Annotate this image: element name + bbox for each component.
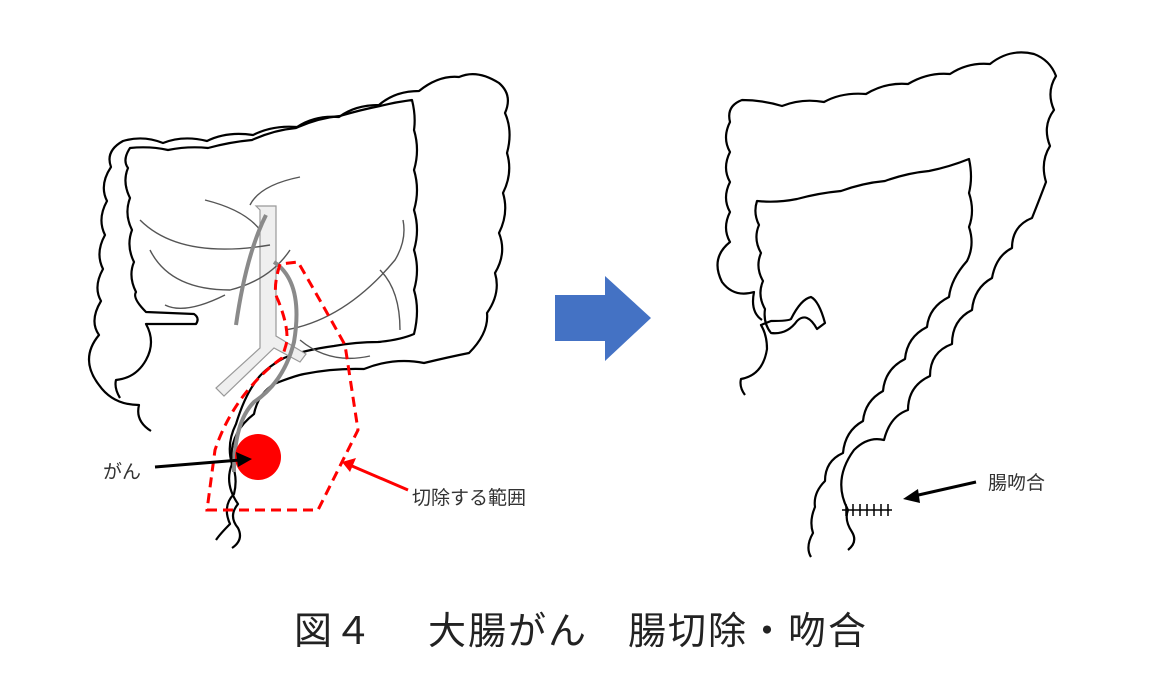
colon-inner-wall-after xyxy=(739,157,974,558)
colon-before-surgery xyxy=(87,72,511,549)
resection-pointer-arrow xyxy=(342,458,409,492)
mesenteric-vessels-part-part xyxy=(204,199,261,231)
cancer-pointer-arrow-part xyxy=(236,452,252,467)
transition-arrow xyxy=(555,276,651,361)
cancer-pointer-arrow-part xyxy=(154,458,241,469)
colon-after-surgery xyxy=(716,51,1058,558)
anastomosis-pointer-arrow xyxy=(903,480,977,503)
colon-outer-wall-after xyxy=(716,51,1058,551)
inferior-mesenteric-artery xyxy=(232,260,299,473)
resection-pointer-arrow-part xyxy=(342,458,356,472)
mesenteric-vessels-part-part xyxy=(149,249,291,291)
resection-pointer-arrow-part xyxy=(351,464,409,492)
mesenteric-vessels-part-part xyxy=(139,219,271,250)
anastomosis-pointer-arrow-part xyxy=(903,489,920,503)
mesenteric-vessels-part-part xyxy=(249,176,301,206)
tumor xyxy=(235,434,281,480)
cancer-pointer-arrow xyxy=(154,452,252,469)
colon-outer-wall xyxy=(87,72,511,549)
mesenteric-vessels-part-part xyxy=(299,339,371,360)
anastomosis-label: 腸吻合 xyxy=(988,472,1046,494)
mesenteric-vessels-part-part xyxy=(284,219,405,331)
resection-range-outline xyxy=(205,260,360,512)
mesenteric-vessels-part-part xyxy=(379,269,401,331)
mesenteric-vessels-part-part xyxy=(164,294,226,310)
colon-inner-wall xyxy=(114,98,419,541)
aorta-silhouette xyxy=(215,205,307,397)
resection-range-label: 切除する範囲 xyxy=(412,487,527,509)
superior-mesenteric-artery xyxy=(234,214,268,326)
cancer-label: がん xyxy=(103,461,142,483)
anastomosis-pointer-arrow-part xyxy=(913,480,977,498)
figure-caption: 図４ 大腸がん 腸切除・吻合 xyxy=(293,609,869,653)
anastomosis-sutures xyxy=(842,504,892,516)
mesenteric-vessels-part xyxy=(139,176,405,360)
